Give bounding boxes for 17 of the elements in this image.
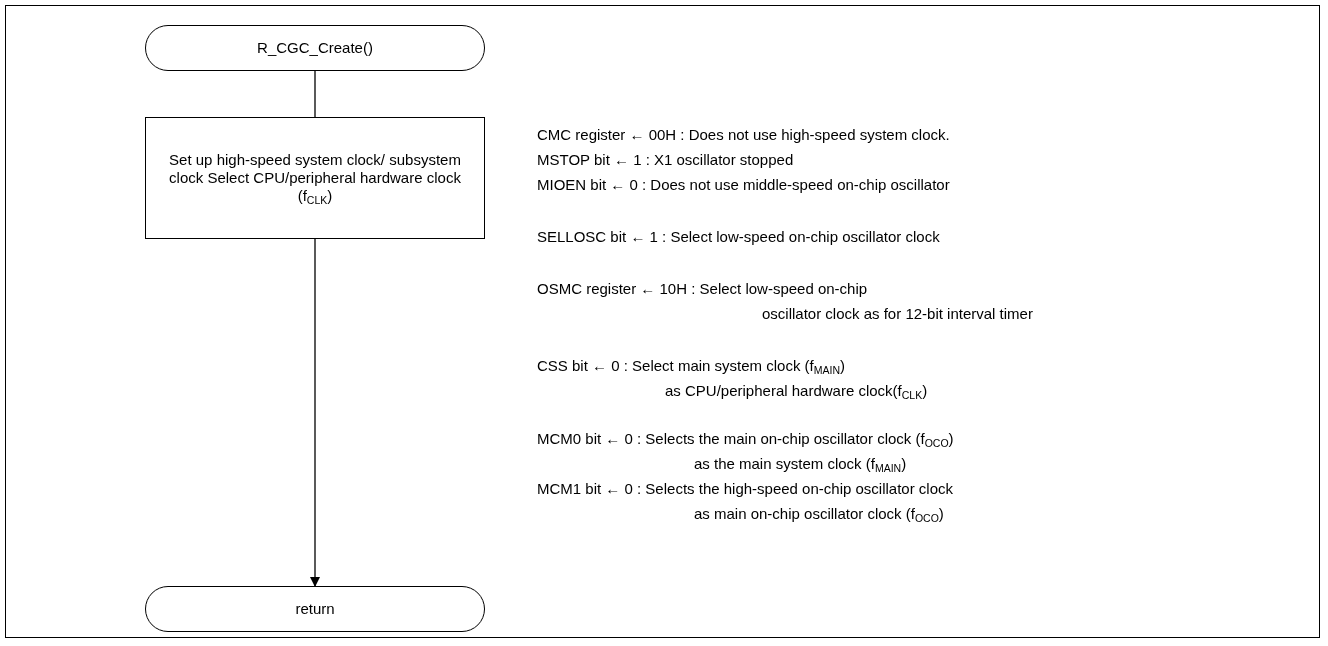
terminal-shape: R_CGC_Create() — [145, 25, 485, 71]
note-text: oscillator clock as for 12-bit interval timer — [762, 305, 1033, 323]
connector-line — [314, 70, 316, 118]
note-text: MSTOP bit ← 1 : X1 oscillator stopped — [537, 151, 794, 169]
note-text: MCM1 bit ← 0 : Selects the high-speed on-chip oscillator clock — [537, 480, 953, 498]
note-text: as the main system clock (f$_{MAIN}$) — [694, 455, 907, 473]
arrow — [310, 238, 320, 587]
note-text: as main on-chip oscillator clock (f$_{OCO}$) — [694, 505, 944, 523]
note-text: SELLOSC bit ← 1 : Select low-speed on-chip oscillator clock — [537, 228, 940, 246]
note-text: CSS bit ← 0 : Select main system clock (f$_{MAIN}$) — [537, 357, 845, 375]
note-text: OSMC register ← 10H : Select low-speed on-chip — [537, 280, 868, 298]
note-text: MIOEN bit ← 0 : Does not use middle-speed on-chip oscillator — [537, 176, 950, 194]
terminal-shape: return — [145, 586, 485, 632]
note-text: MCM0 bit ← 0 : Selects the main on-chip oscillator clock (f$_{OCO}$) — [537, 430, 954, 448]
note-text: as CPU/peripheral hardware clock(f$_{CLK}$) — [665, 382, 928, 400]
note-text: CMC register ← 00H : Does not use high-speed system clock. — [537, 126, 950, 144]
process-box: Set up high-speed system clock/ subsystem clock Select CPU/peripheral hardware clock (f$_{CLK}$) — [145, 117, 485, 239]
